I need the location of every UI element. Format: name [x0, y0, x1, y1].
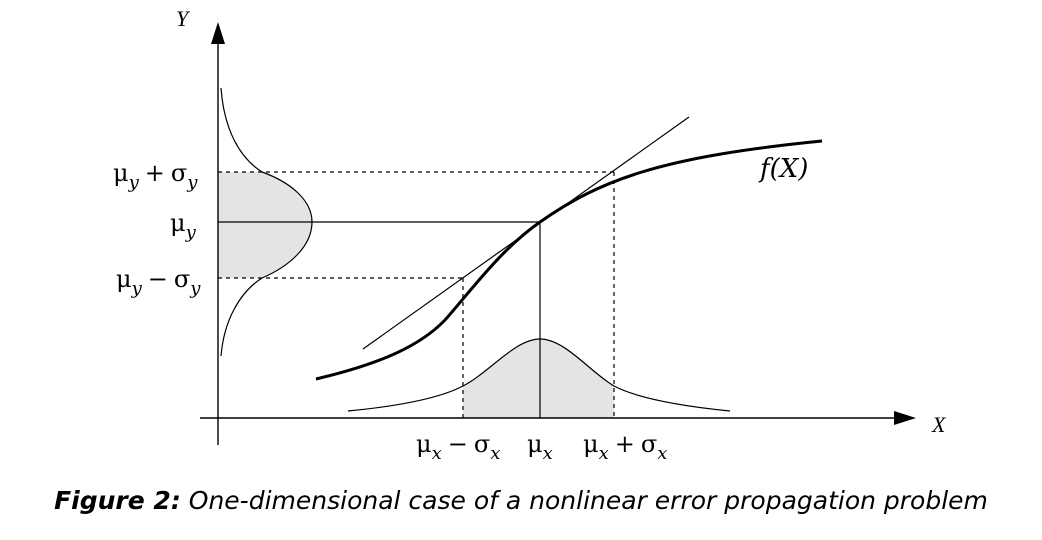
x-distribution-shaded-area: [463, 339, 614, 418]
axes: [200, 22, 916, 445]
y-axis-label: Y: [176, 6, 191, 31]
function-label: f(X): [758, 154, 808, 184]
y-distribution-curve: [220, 87, 313, 357]
figure-caption: Figure 2: One-dimensional case of a nonl…: [0, 486, 1042, 515]
x-tick-mean-label: μx: [527, 430, 553, 464]
x-distribution-curve: [347, 338, 731, 412]
function-curve: [315, 139, 823, 381]
y-tick-upper-label: μy+σy: [113, 159, 198, 193]
x-axis-arrowhead: [894, 411, 916, 425]
x-axis-label: X: [931, 412, 947, 437]
caption-label: Figure 2:: [54, 486, 181, 515]
y-axis-arrowhead: [211, 22, 225, 44]
x-tick-lower-label: μx−σx: [416, 430, 500, 464]
x-tick-upper-label: μx+σx: [583, 430, 667, 464]
y-distribution-shaded-area: [218, 172, 312, 278]
y-tick-lower-label: μy−σy: [116, 265, 201, 299]
y-tick-mean-label: μy: [170, 209, 197, 243]
dashed-projection-lines: [218, 171, 615, 418]
caption-text: One-dimensional case of a nonlinear erro…: [188, 486, 988, 515]
